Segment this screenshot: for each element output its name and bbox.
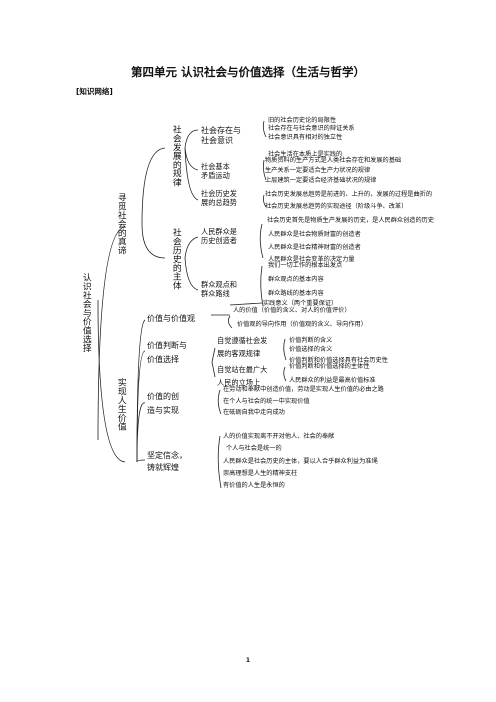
list-item: 人民群众是社会变革的决定力量 xyxy=(268,256,355,263)
list-item: 社会存在与社会意识的辩证关系 xyxy=(268,125,355,132)
topic-value-view: 价值与价值观 xyxy=(147,314,195,323)
section-label: [知识网络] xyxy=(76,87,113,96)
list-item: 社会历史发展总趋势的实现途径（阶级斗争、改革） xyxy=(265,203,408,210)
list-item: 旧的社会历史论的局限性 xyxy=(268,117,337,124)
page-number: 1 xyxy=(245,657,251,664)
topic-basic-contradiction: 社会基本矛盾运动 xyxy=(201,162,230,180)
list-item: 在劳动和奉献中创造价值，劳动是实现人生价值的必由之路 xyxy=(223,386,384,393)
list-item: 人民群众是社会物质财富的创造者 xyxy=(268,231,361,238)
page-title: 第四单元 认识社会与价值选择（生活与哲学） xyxy=(130,65,365,79)
subtopic-people-stand: 自觉站在最广大人民的立场上 xyxy=(217,365,268,387)
list-item: 在个人与社会的统一中实现价值 xyxy=(223,398,310,405)
list-item: 个人与社会是统一的 xyxy=(226,445,282,452)
topic-masses-creators: 人民群众是历史创造者 xyxy=(201,227,237,245)
list-item: 社会历史发展总趋势是前进的、上升的，发展的过程是曲折的 xyxy=(265,191,433,198)
list-item: 人的价值实现离不开对他人、社会的奉献 xyxy=(223,433,335,440)
root-label: 认识社会与价值选择 xyxy=(80,273,91,353)
list-item: 社会历史首先是物质生产发展的历史，是人民群众创造的历史 xyxy=(267,217,435,224)
group1-label: 社会发展的规律 xyxy=(170,125,181,187)
list-item: 社会生活在本质上是实践的 xyxy=(268,151,343,158)
list-item: 群众路线的基本内容 xyxy=(268,290,324,297)
list-item: 上层建筑一定要适合经济基础状况的规律 xyxy=(265,177,377,184)
list-item: 价值判断和价值选择的主体性 xyxy=(289,363,370,370)
topic-mass-line: 群众观点和群众路线 xyxy=(201,280,237,298)
list-item: 我们一切工作的根本出发点 xyxy=(268,262,343,269)
list-item: 实践意义（两个重要保证） xyxy=(263,300,338,307)
list-item: 价值选择的含义 xyxy=(289,346,333,353)
topic-social-existence: 社会存在与社会意识 xyxy=(201,126,241,145)
list-item: 价值判断的含义 xyxy=(289,337,333,344)
part2-label: 实现人生价值 xyxy=(115,378,126,431)
topic-overall-trend: 社会历史发展的总趋势 xyxy=(201,189,237,207)
list-item: 人民群众是社会历史的主体，要以人合乎群众利益为准绳 xyxy=(223,458,378,465)
topic-value-creation: 价值的创造与实现 xyxy=(147,392,179,415)
part1-label: 寻觅社会的真谛 xyxy=(115,193,126,255)
subtopic-objective-law: 自觉遵循社会发展的客观规律 xyxy=(217,336,268,358)
list-item: 社会意识具有相对的独立性 xyxy=(268,134,343,141)
list-item: 价值观的导向作用（价值观的含义、导向作用） xyxy=(237,321,367,328)
list-item: 人民群众的利益是最高价值标准 xyxy=(289,377,376,384)
list-item: 人民群众是社会精神财富的创造者 xyxy=(268,244,361,251)
list-item: 生产关系一定要适合生产力状况的规律 xyxy=(265,167,371,174)
group2-label: 社会历史的主体 xyxy=(170,228,181,290)
list-item: 有价值的人生是永恒的 xyxy=(223,482,285,489)
list-item: 在砥砺自我中走向成功 xyxy=(223,409,285,416)
list-item: 群众观点的基本内容 xyxy=(268,276,324,283)
topic-firm-belief: 坚定信念，铸就辉煌 xyxy=(147,451,187,472)
topic-value-judgement: 价值判断与价值选择 xyxy=(147,341,187,364)
list-item: 价值判断和价值选择具有社会历史性 xyxy=(289,357,388,364)
list-item: 物质资料的生产方式是人类社会存在和发展的基础 xyxy=(265,157,402,164)
list-item: 崇高理想是人生的精神支柱 xyxy=(223,470,298,477)
list-item: 人的价值（价值的含义、对人的价值评价） xyxy=(233,307,351,314)
